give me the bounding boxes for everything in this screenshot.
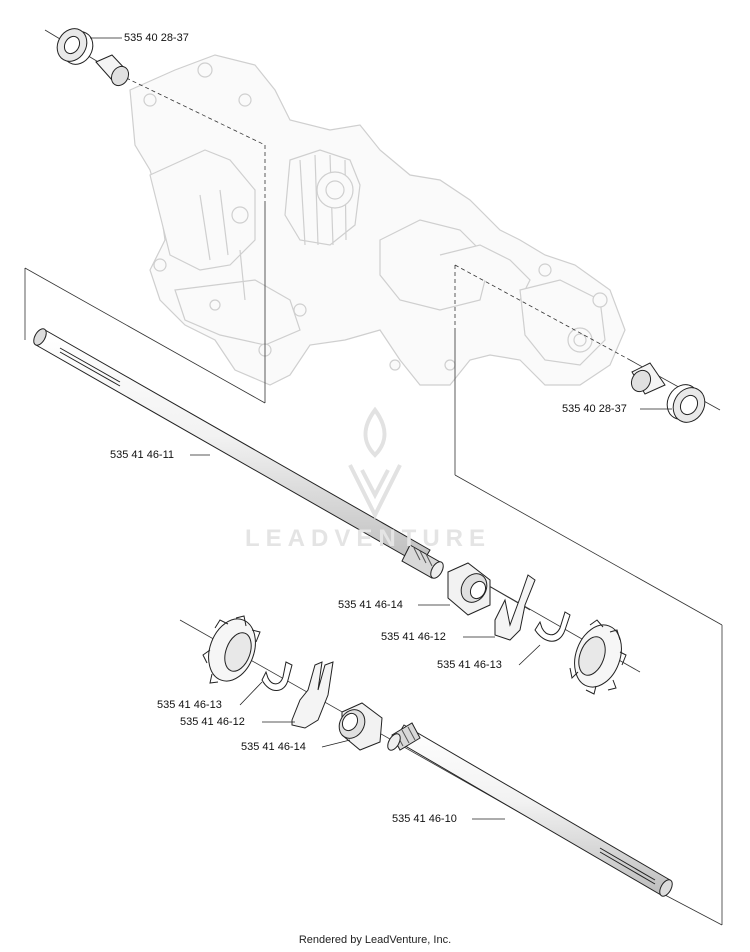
- label-seal-top: 535 40 28-37: [124, 32, 189, 44]
- bevel-gear-left: [202, 615, 261, 684]
- label-bushing-upper: 535 41 46-14: [338, 599, 403, 611]
- clip-upper-a: [494, 574, 536, 641]
- watermark-text: LEADVENTURE: [245, 525, 492, 552]
- transaxle-housing: [129, 54, 626, 386]
- seal-right: [666, 384, 706, 423]
- label-axle-upper: 535 41 46-11: [110, 449, 175, 461]
- bushing-right: [630, 362, 666, 395]
- label-clip-b-upper: 535 41 46-13: [437, 659, 502, 671]
- axle-shaft-upper: [33, 328, 444, 579]
- label-axle-lower: 535 41 46-10: [392, 813, 457, 825]
- label-bushing-lower: 535 41 46-14: [241, 741, 306, 753]
- watermark-logo: [348, 406, 402, 520]
- footer-credit: Rendered by LeadVenture, Inc.: [298, 934, 452, 946]
- label-clip-b-lower: 535 41 46-13: [157, 699, 222, 711]
- label-seal-right: 535 40 28-37: [562, 403, 627, 415]
- label-clip-a-upper: 535 41 46-12: [381, 631, 446, 643]
- label-leaders: [90, 37, 672, 820]
- bushing-lower: [338, 702, 383, 751]
- axle-shaft-lower: [387, 722, 673, 897]
- bushing-upper-left: [95, 54, 130, 87]
- label-clip-a-lower: 535 41 46-12: [180, 716, 245, 728]
- clip-upper-b: [534, 611, 571, 642]
- bushing-upper: [447, 562, 491, 616]
- axis-dashed-lines: [119, 74, 631, 361]
- bevel-gear-right: [569, 619, 627, 695]
- clip-lower-b: [261, 661, 293, 691]
- clip-lower-a: [291, 661, 334, 729]
- seal-upper-left: [56, 28, 94, 65]
